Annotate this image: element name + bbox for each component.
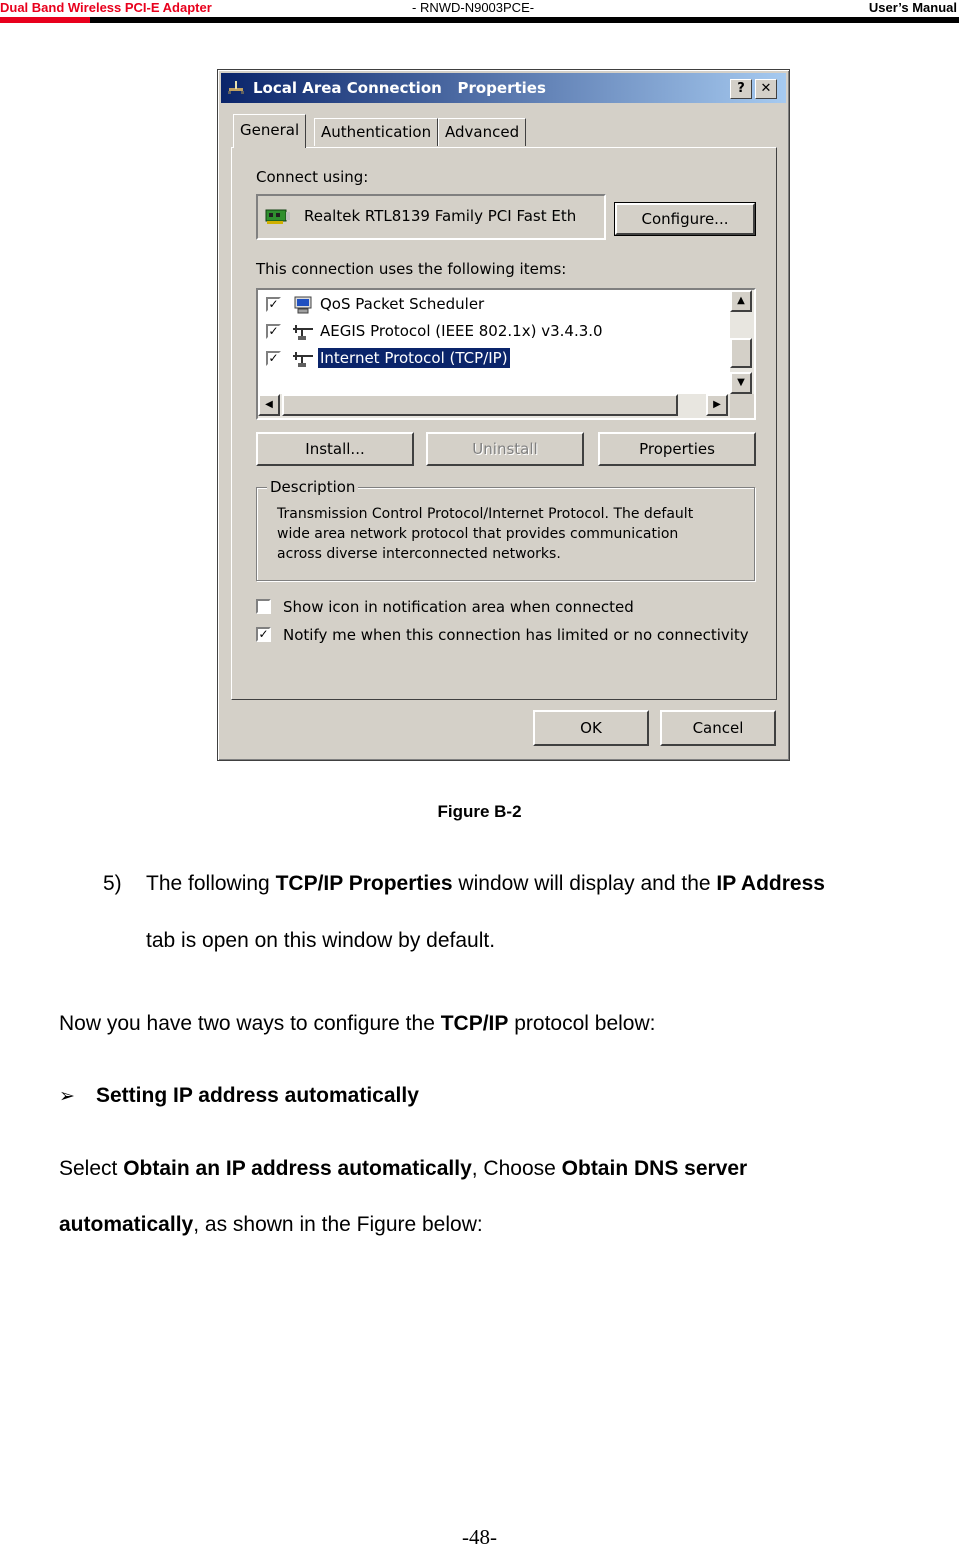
properties-dialog: Local Area Connection Properties ? ✕ Gen…: [217, 69, 790, 761]
item-checkbox[interactable]: ✓: [266, 324, 281, 339]
notify-checkbox[interactable]: ✓: [256, 627, 271, 642]
items-label: This connection uses the following items…: [256, 260, 567, 278]
scroll-down-icon[interactable]: ▼: [730, 372, 752, 394]
list-item-tcpip[interactable]: ✓ Internet Protocol (TCP/IP): [266, 347, 736, 372]
description-line-2: wide area network protocol that provides…: [277, 526, 679, 542]
tab-advanced[interactable]: Advanced: [438, 118, 527, 146]
horizontal-scroll-thumb[interactable]: [282, 394, 678, 416]
scroll-right-icon[interactable]: ▶: [706, 394, 728, 416]
section-heading: Setting IP address automatically: [96, 1084, 419, 1107]
scroll-thumb[interactable]: [730, 338, 752, 368]
properties-button[interactable]: Properties: [598, 432, 756, 466]
bullet-arrow-icon: ➢: [59, 1086, 75, 1107]
protocol-icon: [293, 352, 313, 367]
item-checkbox[interactable]: ✓: [266, 351, 281, 366]
notify-label: Notify me when this connection has limit…: [283, 626, 749, 644]
close-button[interactable]: ✕: [755, 79, 777, 99]
item-label: AEGIS Protocol (IEEE 802.1x) v3.4.3.0: [320, 322, 603, 340]
install-button[interactable]: Install...: [256, 432, 414, 466]
step-line-2: tab is open on this window by default.: [146, 929, 496, 952]
protocol-icon: [293, 325, 313, 340]
general-tab-panel: Connect using: Realtek RTL8139 Family PC…: [231, 147, 777, 700]
show-icon-checkbox[interactable]: [256, 599, 271, 614]
intro-paragraph: Now you have two ways to configure the T…: [59, 1012, 656, 1035]
tab-general[interactable]: General: [233, 114, 307, 148]
scroll-corner: [730, 394, 754, 418]
horizontal-scrollbar[interactable]: ◀ ▶: [258, 394, 730, 418]
step-line-1: The following TCP/IP Properties window w…: [146, 872, 825, 895]
vertical-scrollbar[interactable]: ▲ ▼: [730, 290, 754, 396]
description-groupbox: Description Transmission Control Protoco…: [256, 478, 755, 581]
item-label-selected: Internet Protocol (TCP/IP): [317, 347, 511, 369]
help-button[interactable]: ?: [730, 79, 752, 99]
select-line-2: automatically, as shown in the Figure be…: [59, 1213, 483, 1236]
dialog-titlebar[interactable]: Local Area Connection Properties ? ✕: [221, 73, 786, 103]
adapter-field: Realtek RTL8139 Family PCI Fast Eth: [256, 194, 606, 240]
header-rule-black: [90, 17, 959, 23]
document-header: Dual Band Wireless PCI-E Adapter - RNWD-…: [0, 0, 959, 24]
items-list[interactable]: ✓ QoS Packet Scheduler ✓ AEGIS Protocol …: [256, 288, 756, 420]
item-label: QoS Packet Scheduler: [320, 295, 485, 313]
adapter-name: Realtek RTL8139 Family PCI Fast Eth: [304, 207, 577, 225]
dialog-title: Local Area Connection Properties: [253, 79, 546, 97]
page-number: -48-: [462, 1525, 497, 1549]
figure-caption: Figure B-2: [437, 802, 522, 821]
description-label: Description: [267, 478, 359, 496]
item-checkbox[interactable]: ✓: [266, 297, 281, 312]
list-item-aegis[interactable]: ✓ AEGIS Protocol (IEEE 802.1x) v3.4.3.0: [266, 321, 736, 345]
header-product-name: Dual Band Wireless PCI-E Adapter: [0, 0, 212, 15]
step-number: 5): [103, 872, 122, 895]
connect-using-label: Connect using:: [256, 168, 369, 186]
scroll-up-icon[interactable]: ▲: [730, 290, 752, 312]
list-item-qos[interactable]: ✓ QoS Packet Scheduler: [266, 294, 736, 318]
description-line-1: Transmission Control Protocol/Internet P…: [277, 506, 694, 522]
tab-authentication[interactable]: Authentication: [314, 118, 439, 146]
scroll-left-icon[interactable]: ◀: [258, 394, 280, 416]
uninstall-button[interactable]: Uninstall: [426, 432, 584, 466]
ok-button[interactable]: OK: [533, 710, 649, 746]
network-connection-icon: [228, 81, 244, 94]
show-icon-label: Show icon in notification area when conn…: [283, 598, 634, 616]
network-adapter-icon: [265, 209, 290, 224]
qos-icon: [294, 296, 312, 314]
description-line-3: across diverse interconnected networks.: [277, 546, 561, 562]
header-rule-red: [0, 17, 90, 23]
select-line-1: Select Obtain an IP address automaticall…: [59, 1157, 748, 1180]
cancel-button[interactable]: Cancel: [660, 710, 776, 746]
header-manual-title: User’s Manual: [868, 0, 957, 15]
header-model-number: - RNWD-N9003PCE-: [412, 0, 535, 15]
configure-button[interactable]: Configure...: [614, 202, 756, 236]
